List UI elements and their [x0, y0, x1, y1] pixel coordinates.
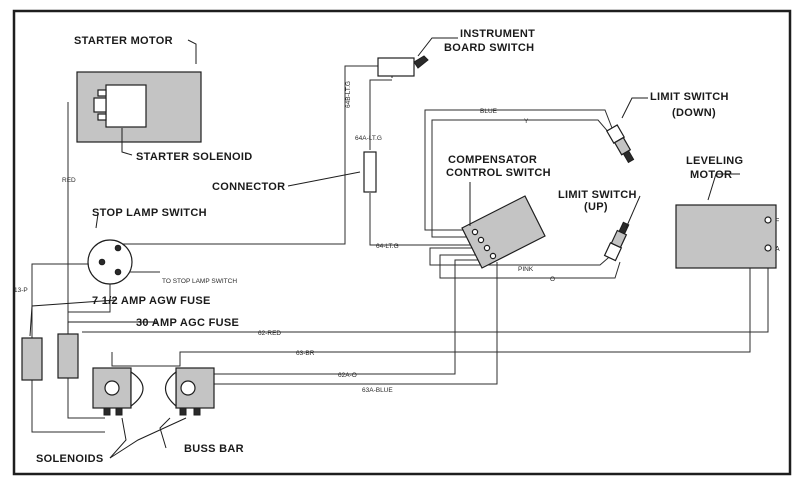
terminal-f: F — [775, 218, 779, 225]
label-starter-solenoid: STARTER SOLENOID — [136, 151, 252, 163]
label-fuse-30: 30 AMP AGC FUSE — [136, 317, 239, 329]
wire-label-64: 64-LT.G — [376, 243, 399, 250]
wire-fuse30 — [67, 280, 111, 335]
wire-label-blue: BLUE — [480, 108, 498, 115]
diagram-frame — [12, 9, 792, 476]
wire-stop-lamp — [118, 65, 378, 245]
wire-blue — [424, 109, 613, 231]
solenoid-right — [164, 367, 215, 416]
stop-lamp-switch — [87, 239, 133, 285]
fuse-30-amp — [57, 333, 79, 379]
leader-lines — [29, 37, 740, 459]
label-instrument-line2: BOARD SWITCH — [444, 42, 534, 54]
solenoid-left — [92, 367, 144, 416]
label-compensator-line2: CONTROL SWITCH — [446, 167, 551, 179]
leveling-motor — [675, 204, 777, 269]
wire-64a-connector — [369, 79, 392, 150]
wire-label-red: RED — [62, 177, 76, 184]
wire-64 — [369, 193, 470, 246]
wire-label-63-br: 63-BR — [296, 350, 315, 357]
wire-label-64b: 64B-LT.G — [345, 81, 352, 108]
terminal-a: A — [775, 246, 780, 253]
label-compensator-line1: COMPENSATOR — [448, 154, 537, 166]
starter-solenoid-body — [105, 84, 147, 128]
wire-13-p — [31, 263, 100, 340]
label-limit-down-line2: (DOWN) — [672, 107, 716, 119]
instrument-board-switch — [377, 55, 429, 77]
wire-labels: 64B-LT.G 64A-LT.G 64-LT.G RED BLUE Y PIN… — [14, 81, 780, 394]
wire-label-62-red: 62-RED — [258, 330, 281, 337]
label-limit-up-line2: (UP) — [584, 201, 608, 213]
wire-label-o: O — [550, 276, 555, 283]
label-solenoids: SOLENOIDS — [36, 453, 104, 465]
limit-switch-up — [603, 221, 630, 262]
limit-switch-down — [605, 124, 635, 164]
label-connector: CONNECTOR — [212, 181, 285, 193]
wire-62-red — [82, 250, 769, 333]
label-to-stop-lamp: TO STOP LAMP SWITCH — [162, 278, 237, 285]
wire-label-pink: PINK — [518, 266, 534, 273]
wire-label-13p: 13-P — [14, 287, 28, 294]
wire-label-y: Y — [524, 118, 529, 125]
fuse-7-5-amp — [21, 337, 43, 381]
component-labels: STARTER MOTOR STARTER SOLENOID INSTRUMEN… — [36, 28, 743, 465]
wire-62a-o — [210, 259, 492, 375]
wire-63a-blue — [210, 262, 498, 385]
label-fuse-75: 7 1/2 AMP AGW FUSE — [92, 295, 211, 307]
wire-fuse-solenoid — [31, 376, 105, 433]
label-limit-up-line1: LIMIT SWITCH — [558, 189, 637, 201]
compensator-control-switch — [461, 195, 546, 269]
wire-label-64a: 64A-LT.G — [355, 135, 382, 142]
wire-label-63a-blue: 63A-BLUE — [362, 387, 393, 394]
wire-red — [67, 102, 105, 419]
label-stop-lamp-switch: STOP LAMP SWITCH — [92, 207, 207, 219]
wire-y — [431, 119, 611, 238]
label-instrument-line1: INSTRUMENT — [460, 28, 535, 40]
wire-o — [439, 254, 621, 279]
wire-label-62a-o: 62A-O — [338, 372, 357, 379]
label-buss-bar: BUSS BAR — [184, 443, 244, 455]
wire-pink — [429, 247, 616, 266]
wires — [31, 65, 769, 433]
label-leveling-line2: MOTOR — [690, 169, 732, 181]
starter-motor — [76, 71, 202, 143]
label-leveling-line1: LEVELING — [686, 155, 743, 167]
connector-body — [363, 151, 377, 193]
label-limit-down-line1: LIMIT SWITCH — [650, 91, 729, 103]
label-starter-motor: STARTER MOTOR — [74, 35, 173, 47]
